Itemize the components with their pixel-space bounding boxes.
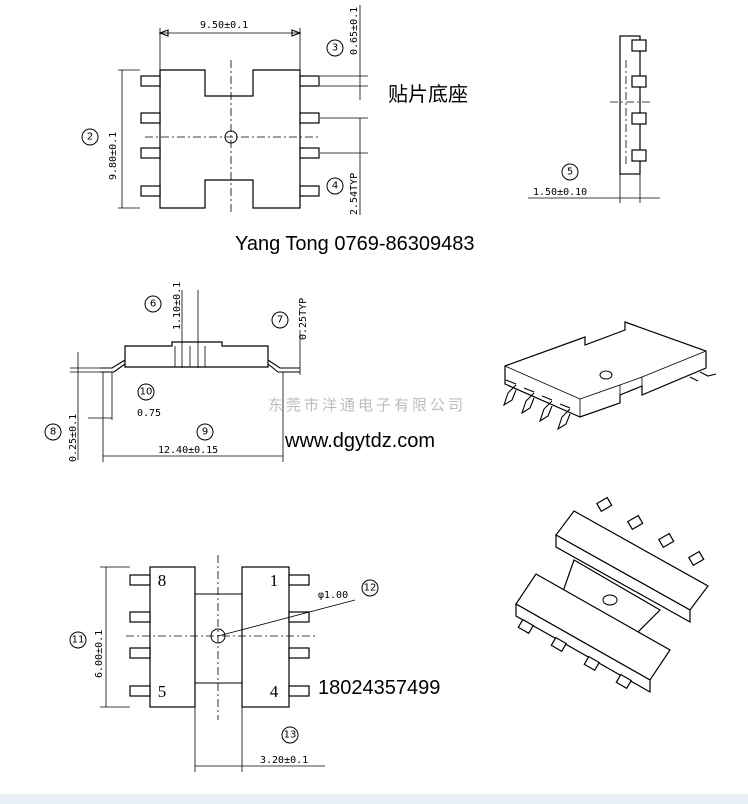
callout-6: 6 <box>144 295 162 313</box>
pin-label-5: 5 <box>158 682 167 701</box>
callout-5: 5 <box>561 163 579 181</box>
dim-height-top: 9.80±0.1 <box>108 132 119 180</box>
callout-7: 7 <box>271 311 289 329</box>
footer-strip <box>0 794 748 804</box>
callout-10: 10 <box>137 383 155 401</box>
callout-3: 3 <box>326 39 344 57</box>
pin-label-4: 4 <box>270 682 279 701</box>
website-text: www.dgytdz.com <box>284 430 435 452</box>
dim-lead-height: 0.25±0.1 <box>68 414 79 462</box>
dim-body-height: 1.10±0.1 <box>172 282 183 330</box>
callout-13-label: 13 <box>284 730 297 741</box>
dim-overall-length: 12.40±0.15 <box>158 445 218 456</box>
dim-side-thickness: 1.50±0.10 <box>533 187 587 198</box>
callout-4-label: 4 <box>332 181 338 192</box>
pin-label-8: 8 <box>158 571 167 590</box>
dim-gap: 3.20±0.1 <box>260 755 308 766</box>
phone-text: 18024357499 <box>318 677 440 699</box>
dim-hole: φ1.00 <box>318 590 348 601</box>
dim-lead-thickness: 0.25TYP <box>298 298 309 340</box>
callout-9-label: 9 <box>202 427 208 438</box>
top-view <box>118 5 368 215</box>
callout-2: 2 <box>81 128 99 146</box>
callout-12-label: 12 <box>364 583 377 594</box>
product-label: 贴片底座 <box>388 83 468 106</box>
dim-pitch: 2.54TYP <box>349 173 360 215</box>
iso-view-1 <box>502 321 717 431</box>
callout-10-label: 10 <box>140 387 153 398</box>
callout-11: 11 <box>69 631 87 649</box>
iso-view-2 <box>515 496 709 694</box>
callout-11-label: 11 <box>72 635 85 646</box>
dim-width-top: 9.50±0.1 <box>200 20 248 31</box>
pin-label-1: 1 <box>270 571 279 590</box>
callout-13: 13 <box>281 726 299 744</box>
callout-3-label: 3 <box>332 43 338 54</box>
callout-6-label: 6 <box>150 299 156 310</box>
callout-12: 12 <box>361 579 379 597</box>
callout-8-label: 8 <box>50 427 56 438</box>
callout-4: 4 <box>326 177 344 195</box>
dim-bottom-height: 6.00±0.1 <box>94 630 105 678</box>
side-view <box>528 35 660 203</box>
callout-7-label: 7 <box>277 315 283 326</box>
bottom-view <box>100 555 356 772</box>
front-view <box>70 290 301 462</box>
contact-text: Yang Tong 0769-86309483 <box>235 233 474 255</box>
callout-9: 9 <box>196 423 214 441</box>
watermark: 东莞市洋通电子有限公司 <box>268 396 466 414</box>
dim-lead-offset: 0.75 <box>137 408 161 419</box>
callout-2-label: 2 <box>87 132 93 143</box>
dim-pin-width: 0.65±0.1 <box>349 7 360 55</box>
callout-8: 8 <box>44 423 62 441</box>
callout-5-label: 5 <box>567 167 573 178</box>
